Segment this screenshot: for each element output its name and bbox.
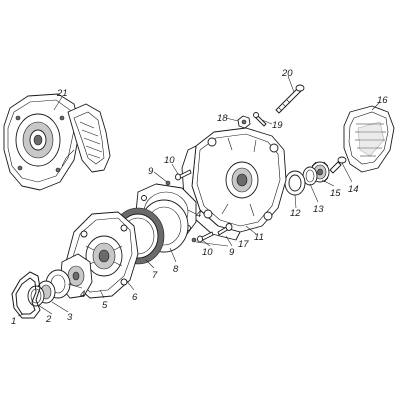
part-19-screw [253, 112, 267, 127]
part-12-o-ring [284, 170, 306, 196]
callout-labels: 21 20 18 19 16 14 15 13 12 11 10 9 4 10 … [11, 68, 388, 327]
callout-2: 2 [45, 314, 52, 325]
callout-1: 1 [11, 316, 16, 327]
part-11-main-housing [181, 127, 287, 241]
callout-13: 13 [313, 204, 324, 215]
callout-4-right: 4 [196, 209, 201, 220]
callout-8: 8 [173, 264, 179, 275]
part-14-cap-screw [329, 156, 347, 174]
part-21-recoil-housing [3, 93, 111, 191]
part-18-nut [237, 115, 251, 129]
callout-12: 12 [290, 208, 301, 219]
callout-14: 14 [348, 184, 359, 195]
callout-7: 7 [152, 270, 158, 281]
part-20-long-bolt [275, 84, 305, 114]
part-17-bolt [217, 223, 233, 236]
callout-5: 5 [102, 300, 108, 311]
callout-21: 21 [56, 88, 68, 99]
callout-17: 17 [238, 239, 249, 250]
callout-4-left: 4 [80, 289, 85, 300]
callout-9-upper: 9 [148, 166, 154, 177]
callout-15: 15 [330, 188, 341, 199]
callout-3: 3 [67, 312, 73, 323]
callout-10-lower: 10 [202, 247, 213, 258]
callout-10-upper: 10 [164, 155, 175, 166]
part-1-wire-clip [11, 271, 41, 319]
callout-20: 20 [281, 68, 293, 79]
callout-16: 16 [377, 95, 388, 106]
part-16-handle [343, 105, 395, 173]
leader-lines [17, 75, 381, 317]
callout-9-lower: 9 [229, 247, 235, 258]
part-10-screw-lower [197, 231, 214, 243]
callout-18: 18 [217, 113, 228, 124]
callout-6: 6 [132, 292, 138, 303]
part-9-washer-lower [191, 237, 197, 243]
callout-19: 19 [272, 120, 283, 131]
callout-11: 11 [254, 232, 264, 243]
